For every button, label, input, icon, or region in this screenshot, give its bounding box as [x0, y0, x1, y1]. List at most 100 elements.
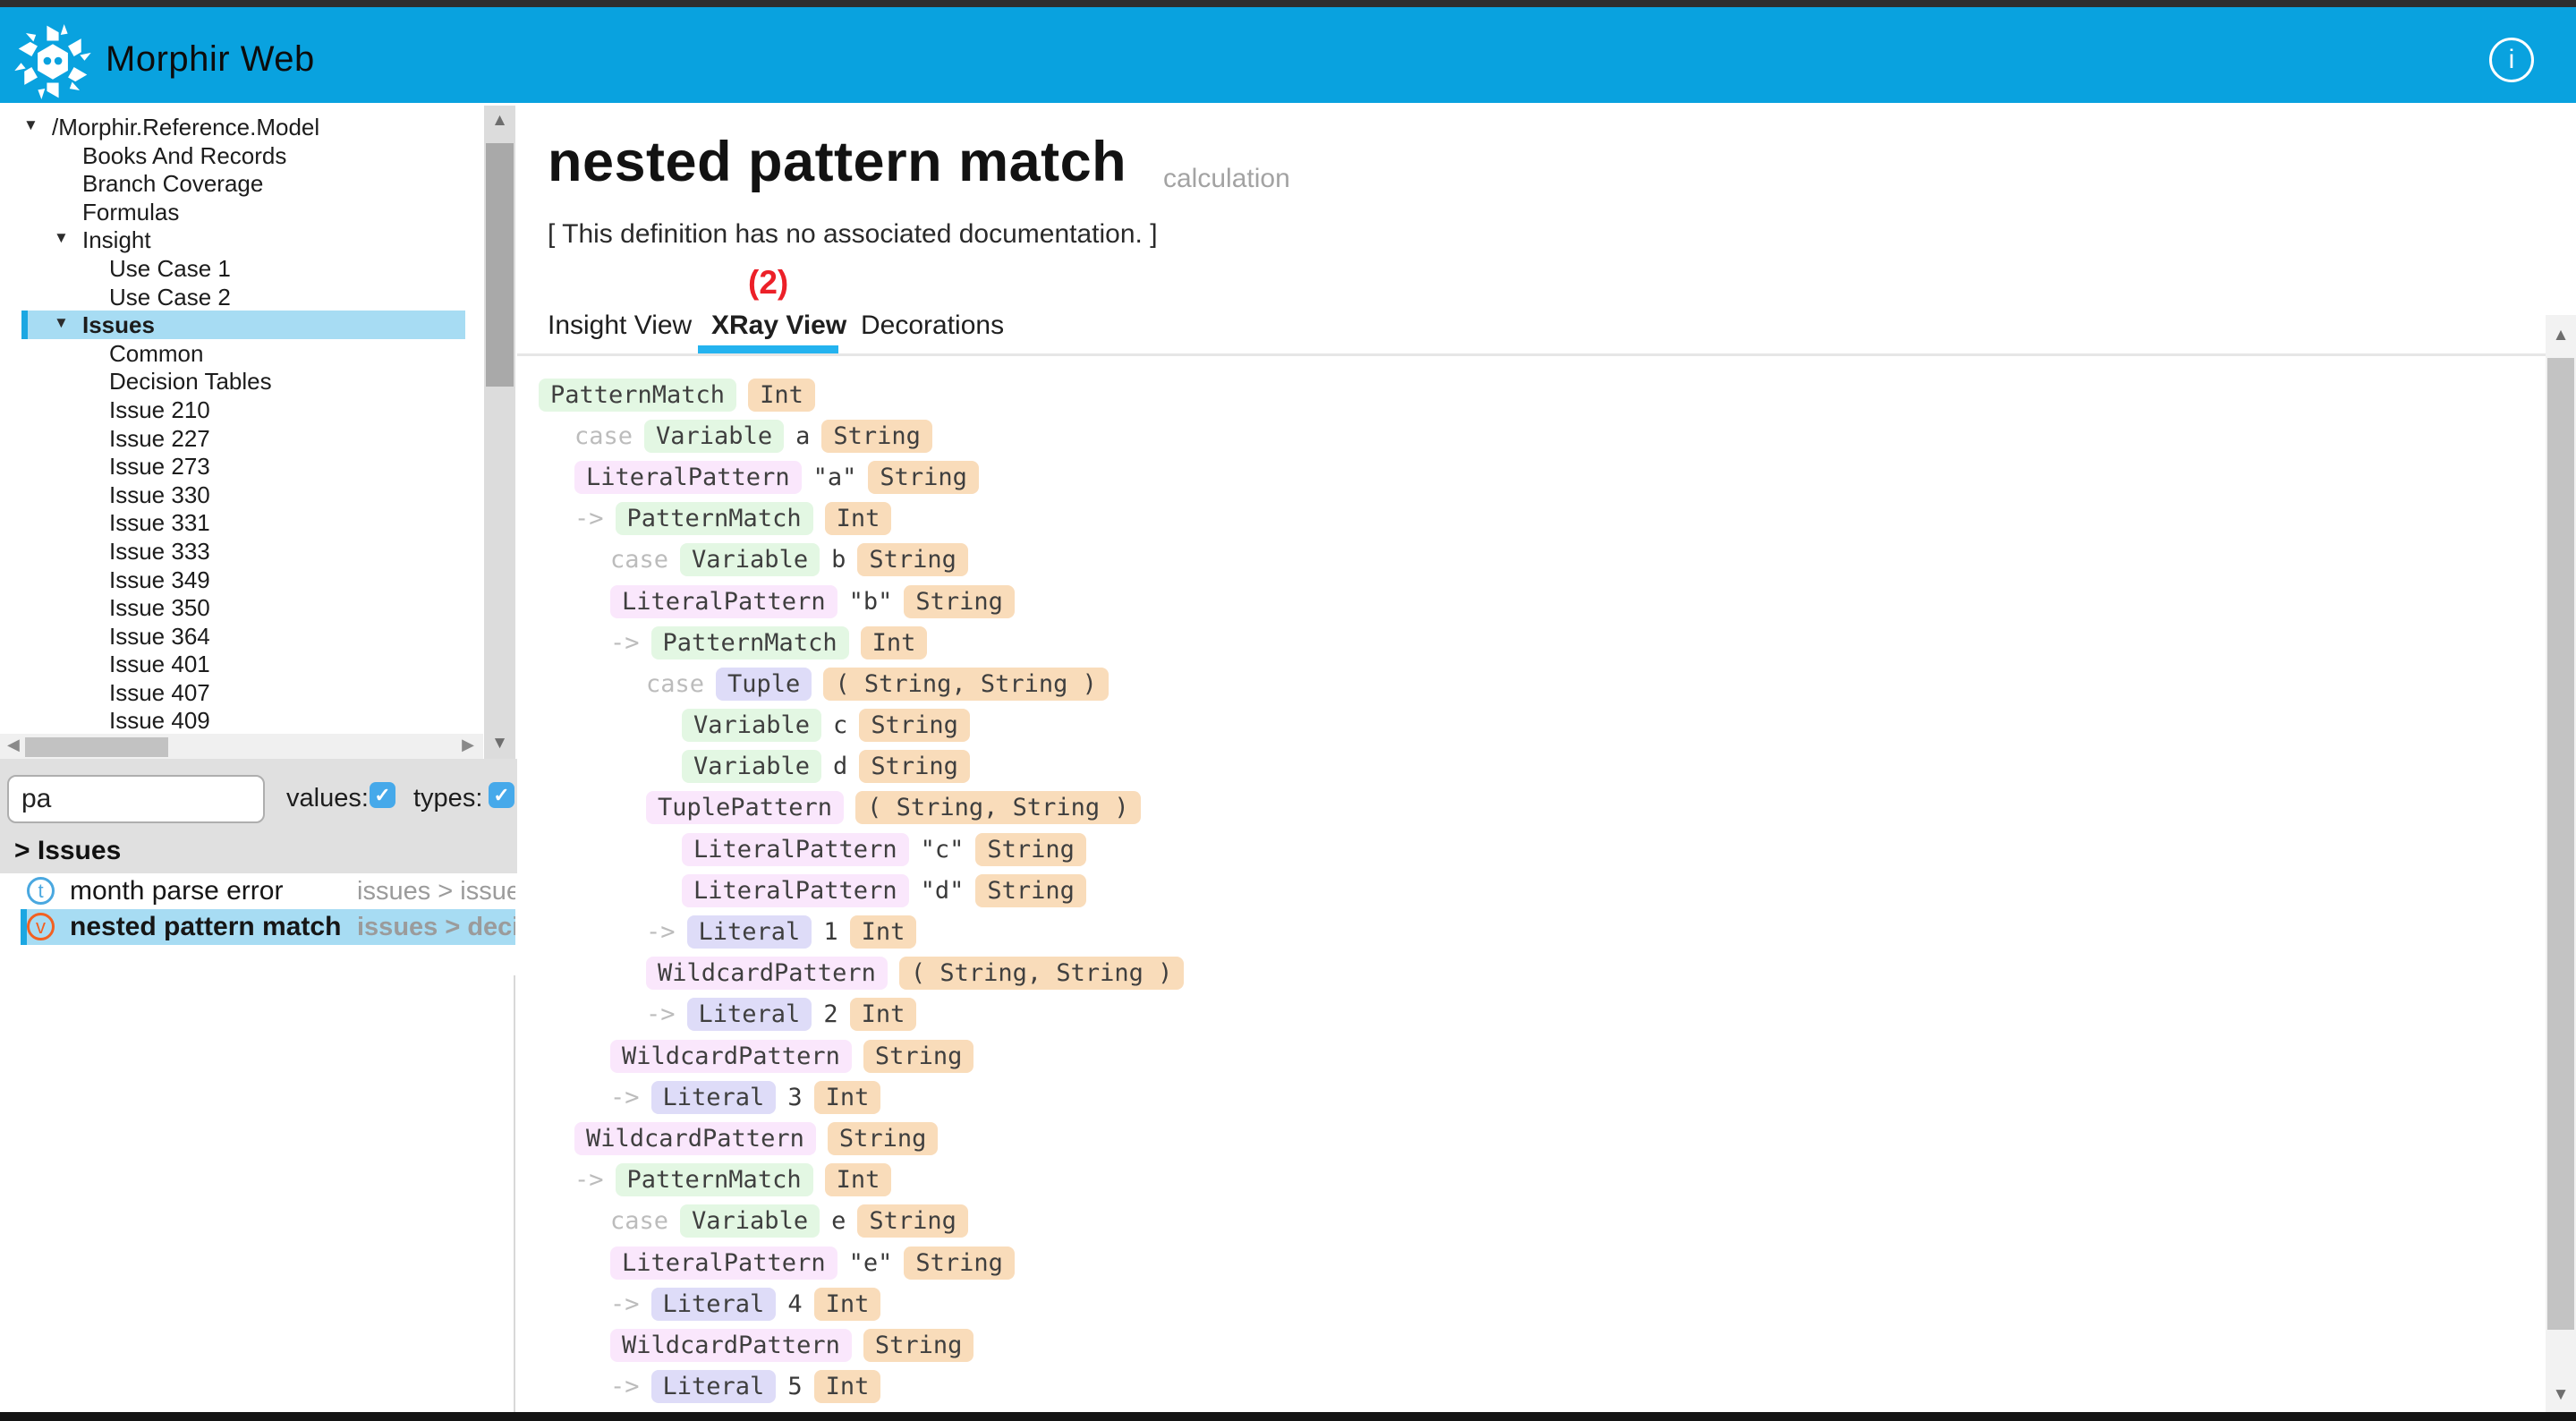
- type-pill: String: [859, 709, 970, 743]
- node-pill: PatternMatch: [650, 625, 849, 659]
- type-pill: String: [975, 832, 1086, 866]
- search-input[interactable]: [7, 775, 265, 823]
- keyword-text: ->: [574, 505, 604, 533]
- scroll-down-icon[interactable]: ▼: [2552, 1385, 2570, 1404]
- values-checkbox[interactable]: ✓: [370, 782, 395, 808]
- tree-item-books-and-records[interactable]: Books And Records: [0, 141, 483, 170]
- pattern-pill: LiteralPattern: [574, 460, 802, 494]
- pattern-pill: WildcardPattern: [646, 957, 888, 991]
- tree-item-issue-409[interactable]: Issue 409: [0, 706, 483, 735]
- tree-vertical-scrollbar[interactable]: ▲ ▼: [484, 106, 515, 759]
- tree-item-issue-350[interactable]: Issue 350: [0, 593, 483, 622]
- keyword-text: ->: [610, 1373, 640, 1401]
- active-tab-underline: [698, 345, 838, 353]
- value-text: 5: [787, 1373, 803, 1401]
- tab-xray-view[interactable]: XRay View: [711, 311, 847, 340]
- type-pill: String: [857, 1204, 968, 1238]
- tree-item-issue-401[interactable]: Issue 401: [0, 650, 483, 678]
- tree-item-branch-coverage[interactable]: Branch Coverage: [0, 169, 483, 198]
- search-panel: values: ✓ types: ✓ > Issues: [0, 759, 517, 873]
- page-title: nested pattern match: [548, 131, 1127, 193]
- values-checkbox-label: values:: [286, 784, 369, 813]
- pattern-pill: LiteralPattern: [682, 832, 909, 866]
- value-text: 4: [787, 1289, 803, 1318]
- types-checkbox-label: types:: [413, 784, 483, 813]
- types-checkbox[interactable]: ✓: [489, 782, 514, 808]
- tree-item-use-case-1[interactable]: Use Case 1: [0, 254, 483, 283]
- info-icon[interactable]: i: [2489, 38, 2534, 82]
- tree-item-decision-tables[interactable]: Decision Tables: [0, 367, 483, 396]
- tree-item-common[interactable]: Common: [0, 339, 483, 368]
- scroll-down-icon[interactable]: ▼: [491, 734, 508, 753]
- node-pill: Variable: [644, 419, 785, 453]
- type-pill: Int: [748, 378, 815, 412]
- tree-item-issue-349[interactable]: Issue 349: [0, 566, 483, 594]
- tab-decorations[interactable]: Decorations: [861, 311, 1005, 340]
- main-vscroll-thumb[interactable]: [2547, 358, 2574, 1330]
- tree-horizontal-scrollbar[interactable]: ◀ ▶: [0, 734, 483, 761]
- keyword-text: ->: [610, 628, 640, 657]
- tree-item-label: Issue 227: [109, 424, 210, 452]
- pattern-pill: LiteralPattern: [682, 873, 909, 907]
- tree-expand-icon[interactable]: ▼: [54, 314, 69, 332]
- tree-item-morphir-reference-model[interactable]: ▼ /Morphir.Reference.Model: [0, 113, 483, 141]
- type-kind-icon: t: [27, 877, 55, 905]
- xray-row: LiteralPattern"a"String: [517, 456, 2486, 498]
- tree-item-issue-333[interactable]: Issue 333: [0, 537, 483, 566]
- tree-item-issue-227[interactable]: Issue 227: [0, 424, 483, 453]
- node-pill: Variable: [682, 750, 822, 784]
- type-pill: String: [863, 1039, 974, 1073]
- tree-item-issue-364[interactable]: Issue 364: [0, 622, 483, 651]
- tree-hscroll-thumb[interactable]: [25, 737, 168, 757]
- node-pill: Variable: [680, 543, 820, 577]
- scroll-up-icon[interactable]: ▲: [491, 111, 508, 130]
- value-text: b: [831, 546, 846, 574]
- value-text: "a": [812, 463, 857, 491]
- tree-item-issue-330[interactable]: Issue 330: [0, 481, 483, 509]
- main-vertical-scrollbar[interactable]: ▲ ▼: [2546, 315, 2576, 1412]
- scroll-left-icon[interactable]: ◀: [7, 736, 20, 753]
- type-pill: Int: [824, 1163, 892, 1197]
- tree-item-label: Issue 349: [109, 566, 210, 593]
- tree-item-issue-210[interactable]: Issue 210: [0, 396, 483, 424]
- tree-vscroll-thumb[interactable]: [486, 143, 514, 387]
- type-pill: Int: [860, 625, 928, 659]
- tree-item-issue-273[interactable]: Issue 273: [0, 452, 483, 481]
- tree-item-formulas[interactable]: Formulas: [0, 198, 483, 226]
- tree-item-issues[interactable]: ▼Issues: [0, 311, 483, 339]
- type-pill: String: [859, 750, 970, 784]
- tree-item-use-case-2[interactable]: Use Case 2: [0, 283, 483, 311]
- sidebar-main-divider: [514, 975, 515, 1421]
- value-pill: Literal: [650, 1287, 777, 1321]
- value-pill: Literal: [650, 1370, 777, 1404]
- scroll-up-icon[interactable]: ▲: [2552, 326, 2570, 345]
- tree-item-label: Issue 331: [109, 509, 210, 537]
- value-text: "d": [920, 876, 965, 905]
- tab-insight-view[interactable]: Insight View: [548, 311, 693, 340]
- xray-row: LiteralPattern"e"String: [517, 1242, 2486, 1283]
- tree-expand-icon[interactable]: ▼: [54, 229, 69, 247]
- tabs-divider: [517, 353, 2546, 356]
- type-pill: String: [904, 1246, 1015, 1280]
- tree-item-insight[interactable]: ▼Insight: [0, 225, 483, 254]
- tree-item-label: /Morphir.Reference.Model: [52, 114, 320, 140]
- tree-item-label: Use Case 1: [109, 254, 231, 282]
- scroll-right-icon[interactable]: ▶: [462, 736, 474, 753]
- result-label: nested pattern match: [70, 912, 342, 941]
- tree-expand-icon[interactable]: ▼: [23, 116, 38, 133]
- tree-item-label: Issue 350: [109, 594, 210, 622]
- xray-row: LiteralPattern"d"String: [517, 870, 2486, 911]
- tree-item-issue-331[interactable]: Issue 331: [0, 508, 483, 537]
- tree-item-issue-407[interactable]: Issue 407: [0, 678, 483, 707]
